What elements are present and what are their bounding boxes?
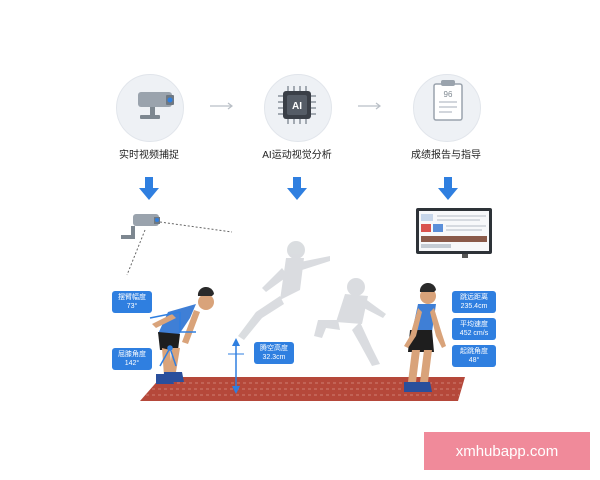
tag-flight-height-name: 腾空高度 [260,345,288,352]
tag-takeoff-angle: 起跳角度 48° [452,345,496,367]
tag-flight-height: 腾空高度 32.3cm [254,342,294,364]
tag-knee-angle-value: 142° [124,360,140,367]
tag-jump-distance-value: 235.4cm [460,303,488,310]
step-3-label: 成绩报告与指导 [411,150,481,161]
report-score: 96 [444,90,453,99]
tag-knee-angle-name: 屈膝角度 [118,351,146,358]
tag-avg-speed: 平均速度 452 cm/s [452,318,496,340]
tag-jump-distance: 跳远距离 235.4cm [452,291,496,313]
tag-avg-speed-value: 452 cm/s [459,330,489,337]
watermark-text: xmhubapp.com [455,442,559,460]
cctv-camera-icon [138,92,174,119]
tag-takeoff-angle-name: 起跳角度 [460,348,488,355]
athlete-crouch-figure [152,286,214,384]
tag-jump-distance-name: 跳远距离 [460,294,488,301]
athlete-landing-figure [404,282,446,392]
knee-angle-guide [159,345,177,367]
camera-fov-line-2 [126,229,146,276]
tag-arm-angle-value: 73° [126,303,138,310]
tag-avg-speed-name: 平均速度 [460,321,488,328]
report-document-icon: 96 [433,80,463,121]
watermark-banner: xmhubapp.com [424,432,590,470]
jumper-phase-landing-silhouette [314,278,386,366]
tag-takeoff-angle-value: 48° [468,357,480,364]
report-monitor-icon [416,208,492,258]
jumper-phase-flight-silhouette [238,241,330,340]
tag-knee-angle: 屈膝角度 142° [112,348,152,370]
step-2-label: AI运动视觉分析 [262,150,332,161]
camera-fov-line-1 [159,221,233,233]
chip-label: AI [292,101,302,112]
step-1-label: 实时视频捕捉 [119,150,179,161]
tag-arm-angle-name: 摆臂幅度 [118,294,146,301]
down-arrow-1 [139,177,159,200]
flow-arrow-right-1 [210,102,233,110]
tag-arm-angle: 摆臂幅度 73° [112,291,152,313]
tag-flight-height-value: 32.3cm [262,354,286,361]
down-arrow-2 [287,177,307,200]
down-arrow-3 [438,177,458,200]
flow-arrow-right-2 [358,102,381,110]
flight-height-arrow [228,338,244,394]
ai-chip-icon: AI [278,86,316,124]
field-camera-icon [121,214,160,239]
arm-angle-guide [149,311,196,333]
